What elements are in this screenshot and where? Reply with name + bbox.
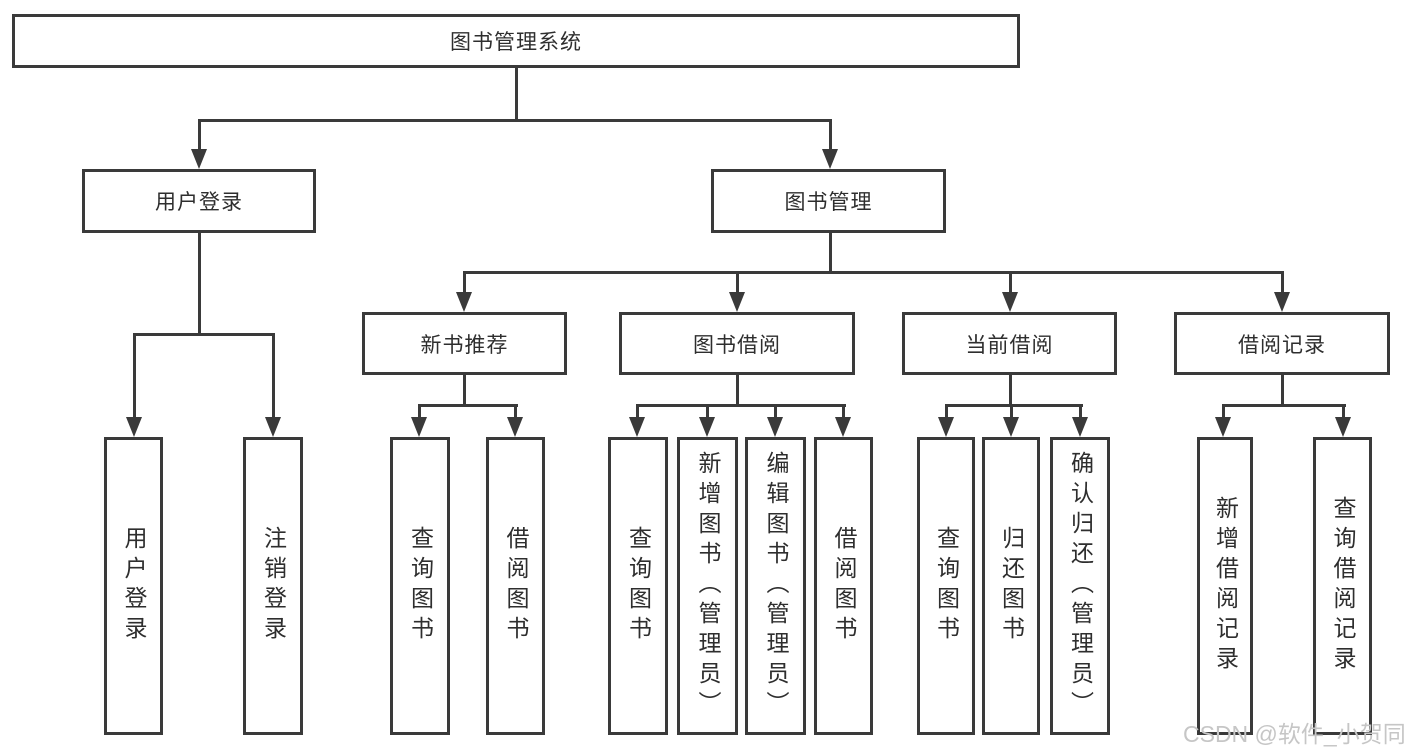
arrowhead (1003, 417, 1019, 437)
leaf-confirm-return-admin: 确认归还（管理员） (1050, 437, 1110, 735)
connector-line (736, 271, 739, 294)
node-label: 借阅记录 (1238, 333, 1326, 357)
leaf-borrow-books-borrowing: 借阅图书 (814, 437, 873, 735)
node-label: 当前借阅 (965, 333, 1054, 357)
csdn-watermark: CSDN @软件_小贺同学 (1183, 721, 1405, 747)
arrowhead (1002, 292, 1018, 312)
leaf-return-book: 归还图书 (982, 437, 1040, 735)
arrowhead (699, 417, 715, 437)
arrowhead (938, 417, 954, 437)
leaf-user-login: 用户登录 (104, 437, 163, 735)
leaf-logout: 注销登录 (243, 437, 303, 735)
node-current-borrowing: 当前借阅 (902, 312, 1117, 375)
node-library-management-system: 图书管理系统 (12, 14, 1020, 68)
leaf-borrow-books-recommend: 借阅图书 (486, 437, 545, 735)
connector-line (515, 68, 518, 120)
arrowhead (1335, 417, 1351, 437)
node-label: 图书借阅 (693, 333, 781, 357)
arrowhead (835, 417, 851, 437)
connector-line (463, 271, 1283, 274)
connector-line (706, 404, 709, 419)
connector-line (133, 333, 136, 419)
connector-line (1281, 374, 1284, 406)
connector-line (829, 232, 832, 273)
connector-line (1009, 374, 1012, 406)
node-label: 新书推荐 (420, 333, 509, 357)
connector-line (514, 404, 517, 419)
connector-line (1222, 404, 1346, 407)
connector-line (463, 271, 466, 294)
connector-line (736, 374, 739, 406)
node-label: 注销登录 (260, 526, 287, 646)
arrowhead (1215, 417, 1231, 437)
node-borrowing-records: 借阅记录 (1174, 312, 1390, 375)
connector-line (1281, 271, 1284, 294)
arrowhead (411, 417, 427, 437)
leaf-query-books-current: 查询图书 (917, 437, 975, 735)
node-label: 查询借阅记录 (1330, 496, 1356, 676)
connector-line (198, 119, 832, 122)
node-label: 图书管理系统 (450, 31, 582, 54)
node-label: 确认归还（管理员） (1067, 451, 1094, 721)
node-label: 用户登录 (121, 526, 147, 646)
connector-line (829, 119, 832, 152)
node-label: 新增图书（管理员） (695, 451, 721, 721)
connector-line (198, 119, 201, 152)
node-label: 借阅图书 (831, 526, 857, 646)
arrowhead (507, 417, 523, 437)
arrowhead (191, 149, 207, 169)
leaf-add-book-admin: 新增图书（管理员） (677, 437, 738, 735)
arrowhead (822, 149, 838, 169)
connector-line (636, 404, 846, 407)
connector-line (774, 404, 777, 419)
connector-line (418, 404, 518, 407)
connector-line (1222, 404, 1225, 419)
node-new-book-recommend: 新书推荐 (362, 312, 567, 375)
connector-line (198, 232, 201, 335)
node-book-management: 图书管理 (711, 169, 946, 233)
connector-line (133, 333, 275, 336)
node-label: 查询图书 (933, 526, 960, 646)
arrowhead (1274, 292, 1290, 312)
connector-line (945, 404, 948, 419)
connector-line (1079, 404, 1082, 419)
connector-line (636, 404, 639, 419)
leaf-add-borrow-record: 新增借阅记录 (1197, 437, 1253, 735)
node-label: 新增借阅记录 (1212, 496, 1239, 676)
connector-line (1010, 404, 1013, 419)
arrowhead (265, 417, 281, 437)
node-label: 归还图书 (998, 526, 1025, 646)
connector-line (463, 374, 466, 406)
arrowhead (629, 417, 645, 437)
node-book-borrowing: 图书借阅 (619, 312, 855, 375)
node-label: 编辑图书（管理员） (763, 451, 789, 721)
leaf-edit-book-admin: 编辑图书（管理员） (745, 437, 806, 735)
connector-line (1342, 404, 1345, 419)
connector-line (272, 333, 275, 419)
node-label: 图书管理 (784, 191, 873, 214)
node-label: 查询图书 (625, 526, 652, 646)
connector-line (418, 404, 421, 419)
arrowhead (729, 292, 745, 312)
node-label: 用户登录 (155, 191, 243, 214)
arrowhead (126, 417, 142, 437)
node-user-login: 用户登录 (82, 169, 316, 233)
node-label: 借阅图书 (503, 526, 529, 646)
leaf-query-books-borrowing: 查询图书 (608, 437, 668, 735)
arrowhead (767, 417, 783, 437)
connector-line (945, 404, 1083, 407)
leaf-query-books-recommend: 查询图书 (390, 437, 450, 735)
arrowhead (1072, 417, 1088, 437)
node-label: 查询图书 (407, 526, 434, 646)
arrowhead (456, 292, 472, 312)
connector-line (842, 404, 845, 419)
leaf-query-borrow-record: 查询借阅记录 (1313, 437, 1372, 735)
connector-line (1009, 271, 1012, 294)
